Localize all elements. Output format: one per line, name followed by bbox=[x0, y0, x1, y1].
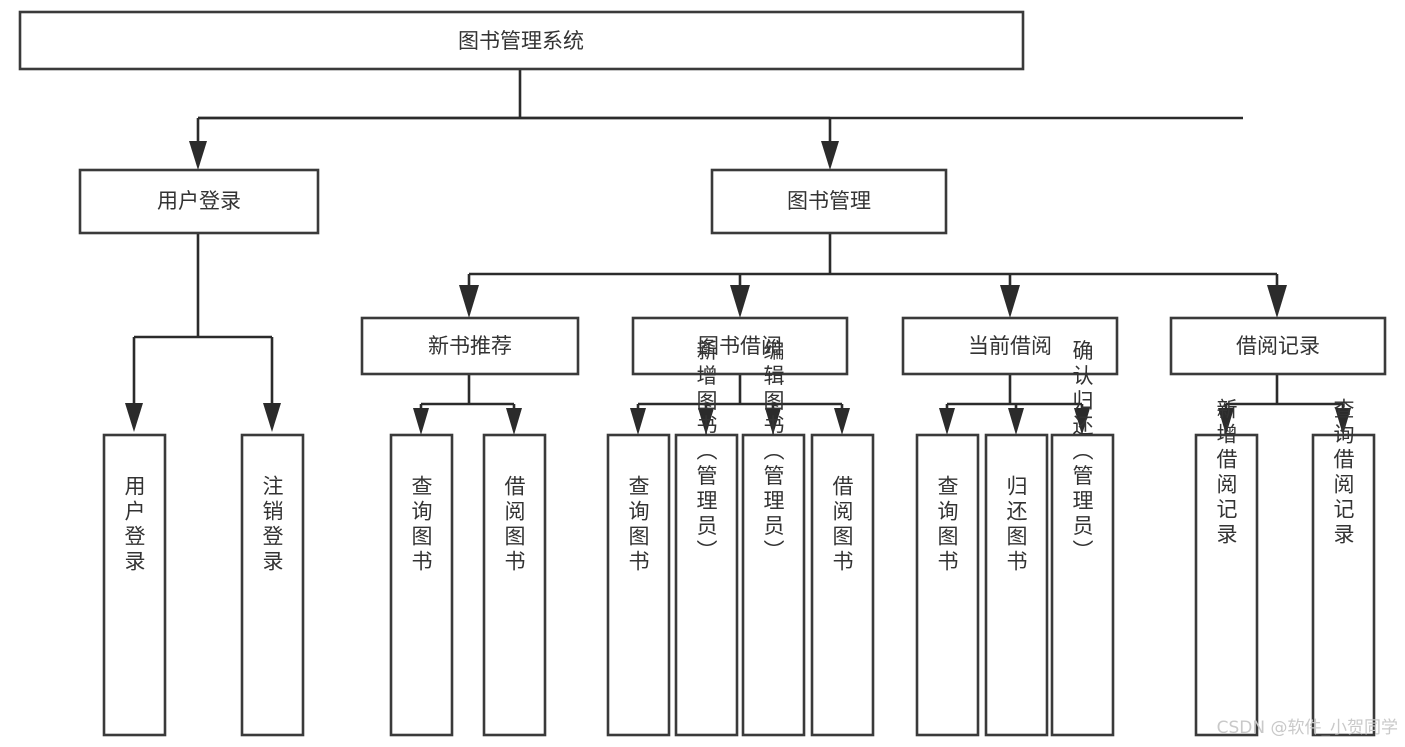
node-root-label: 图书管理系统 bbox=[458, 29, 584, 53]
node-borrow-record-label: 借阅记录 bbox=[1236, 334, 1320, 358]
leaf-return-book[interactable]: 归还图书 bbox=[984, 433, 1049, 737]
leaf-user-logout[interactable]: 注销登录 bbox=[240, 433, 305, 737]
leaf-query-record-box[interactable] bbox=[1311, 433, 1376, 737]
node-book-manage-box[interactable] bbox=[710, 168, 948, 235]
node-borrow-record-box[interactable] bbox=[1169, 316, 1387, 376]
arrow-to-leaf-user-logout bbox=[263, 403, 281, 432]
leaf-query-book-2-box[interactable] bbox=[606, 433, 671, 737]
leaf-return-book-box[interactable] bbox=[984, 433, 1049, 737]
leaf-query-book-1[interactable]: 查询图书 bbox=[389, 433, 454, 737]
node-new-book-recommend-box[interactable] bbox=[360, 316, 580, 376]
leaf-add-record-box[interactable] bbox=[1194, 433, 1259, 737]
node-new-book-recommend-label: 新书推荐 bbox=[428, 334, 512, 358]
leaf-borrow-book-2-label: 借阅图书 bbox=[830, 475, 854, 575]
connector-layer bbox=[125, 69, 1351, 435]
arrow-to-current-borrow bbox=[1000, 285, 1020, 318]
arrow-to-leaf-edit-book bbox=[765, 408, 781, 435]
node-current-borrow-box[interactable] bbox=[901, 316, 1119, 376]
node-user-login-label: 用户登录 bbox=[157, 189, 241, 213]
arrow-to-leaf-query-book-2 bbox=[630, 408, 646, 435]
leaf-borrow-book-1-box[interactable] bbox=[482, 433, 547, 737]
arrow-to-user-login bbox=[189, 141, 207, 170]
leaf-add-record[interactable]: 新增借阅记录 bbox=[1194, 398, 1259, 737]
node-root[interactable]: 图书管理系统 bbox=[18, 10, 1025, 71]
leaf-add-book-box[interactable] bbox=[674, 433, 739, 737]
watermark-label: CSDN @软件_小贺同学 bbox=[1217, 718, 1398, 738]
arrow-to-leaf-borrow-book-2 bbox=[834, 408, 850, 435]
leaf-borrow-book-2-box[interactable] bbox=[810, 433, 875, 737]
node-current-borrow[interactable]: 当前借阅 bbox=[901, 316, 1119, 376]
arrow-to-leaf-query-record bbox=[1335, 408, 1351, 435]
node-borrow-record[interactable]: 借阅记录 bbox=[1169, 316, 1387, 376]
node-book-manage-label: 图书管理 bbox=[787, 189, 871, 213]
leaf-add-record-label: 新增借阅记录 bbox=[1214, 398, 1238, 548]
arrow-to-book-manage bbox=[821, 141, 839, 170]
leaf-user-logout-box[interactable] bbox=[240, 433, 305, 737]
arrow-to-leaf-borrow-book-1 bbox=[506, 408, 522, 435]
node-root-box[interactable] bbox=[18, 10, 1025, 71]
leaf-add-book-label: 新增图书（管理员） bbox=[694, 340, 718, 565]
leaf-query-book-3[interactable]: 查询图书 bbox=[915, 433, 980, 737]
leaf-confirm-return-label: 确认归还（管理员） bbox=[1070, 340, 1094, 565]
node-book-manage[interactable]: 图书管理 bbox=[710, 168, 948, 235]
node-new-book-recommend[interactable]: 新书推荐 bbox=[360, 316, 580, 376]
leaf-confirm-return-box[interactable] bbox=[1050, 433, 1115, 737]
node-current-borrow-label: 当前借阅 bbox=[968, 334, 1052, 358]
leaf-borrow-book-1[interactable]: 借阅图书 bbox=[482, 433, 547, 737]
leaf-query-book-2-label: 查询图书 bbox=[626, 475, 650, 575]
leaf-add-book[interactable]: 新增图书（管理员） bbox=[674, 340, 739, 737]
arrow-to-leaf-query-book-3 bbox=[939, 408, 955, 435]
leaf-user-login[interactable]: 用户登录 bbox=[102, 433, 167, 737]
leaf-query-book-1-box[interactable] bbox=[389, 433, 454, 737]
leaf-edit-book-box[interactable] bbox=[741, 433, 806, 737]
arrow-to-new-book-recommend bbox=[459, 285, 479, 318]
arrow-to-book-borrow bbox=[730, 285, 750, 318]
leaf-query-book-3-box[interactable] bbox=[915, 433, 980, 737]
leaf-user-login-box[interactable] bbox=[102, 433, 167, 737]
leaf-confirm-return[interactable]: 确认归还（管理员） bbox=[1050, 340, 1115, 737]
node-book-borrow[interactable]: 图书借阅 bbox=[631, 316, 849, 376]
leaf-query-book-2[interactable]: 查询图书 bbox=[606, 433, 671, 737]
arrow-to-leaf-query-book-1 bbox=[413, 408, 429, 435]
node-user-login-box[interactable] bbox=[78, 168, 320, 235]
leaf-query-book-1-label: 查询图书 bbox=[409, 475, 433, 575]
leaf-borrow-book-1-label: 借阅图书 bbox=[502, 475, 526, 575]
leaf-query-record-label: 查询借阅记录 bbox=[1331, 398, 1355, 548]
node-book-borrow-box[interactable] bbox=[631, 316, 849, 376]
leaf-edit-book-label: 编辑图书（管理员） bbox=[761, 340, 785, 565]
node-book-borrow-label: 图书借阅 bbox=[698, 334, 782, 358]
arrow-to-leaf-user-login bbox=[125, 403, 143, 432]
leaf-user-login-label: 用户登录 bbox=[122, 475, 146, 575]
arrow-to-leaf-return-book bbox=[1008, 408, 1024, 435]
arrow-to-leaf-add-record bbox=[1218, 408, 1234, 435]
arrow-to-leaf-confirm-return bbox=[1074, 408, 1090, 435]
leaf-user-logout-label: 注销登录 bbox=[260, 475, 284, 575]
leaf-query-book-3-label: 查询图书 bbox=[935, 475, 959, 575]
leaf-return-book-label: 归还图书 bbox=[1004, 475, 1028, 575]
node-user-login[interactable]: 用户登录 bbox=[78, 168, 320, 235]
leaf-borrow-book-2[interactable]: 借阅图书 bbox=[810, 433, 875, 737]
leaf-query-record[interactable]: 查询借阅记录 bbox=[1311, 398, 1376, 737]
leaf-edit-book[interactable]: 编辑图书（管理员） bbox=[741, 340, 806, 737]
arrow-to-leaf-add-book bbox=[698, 408, 714, 435]
arrow-to-borrow-record bbox=[1267, 285, 1287, 318]
